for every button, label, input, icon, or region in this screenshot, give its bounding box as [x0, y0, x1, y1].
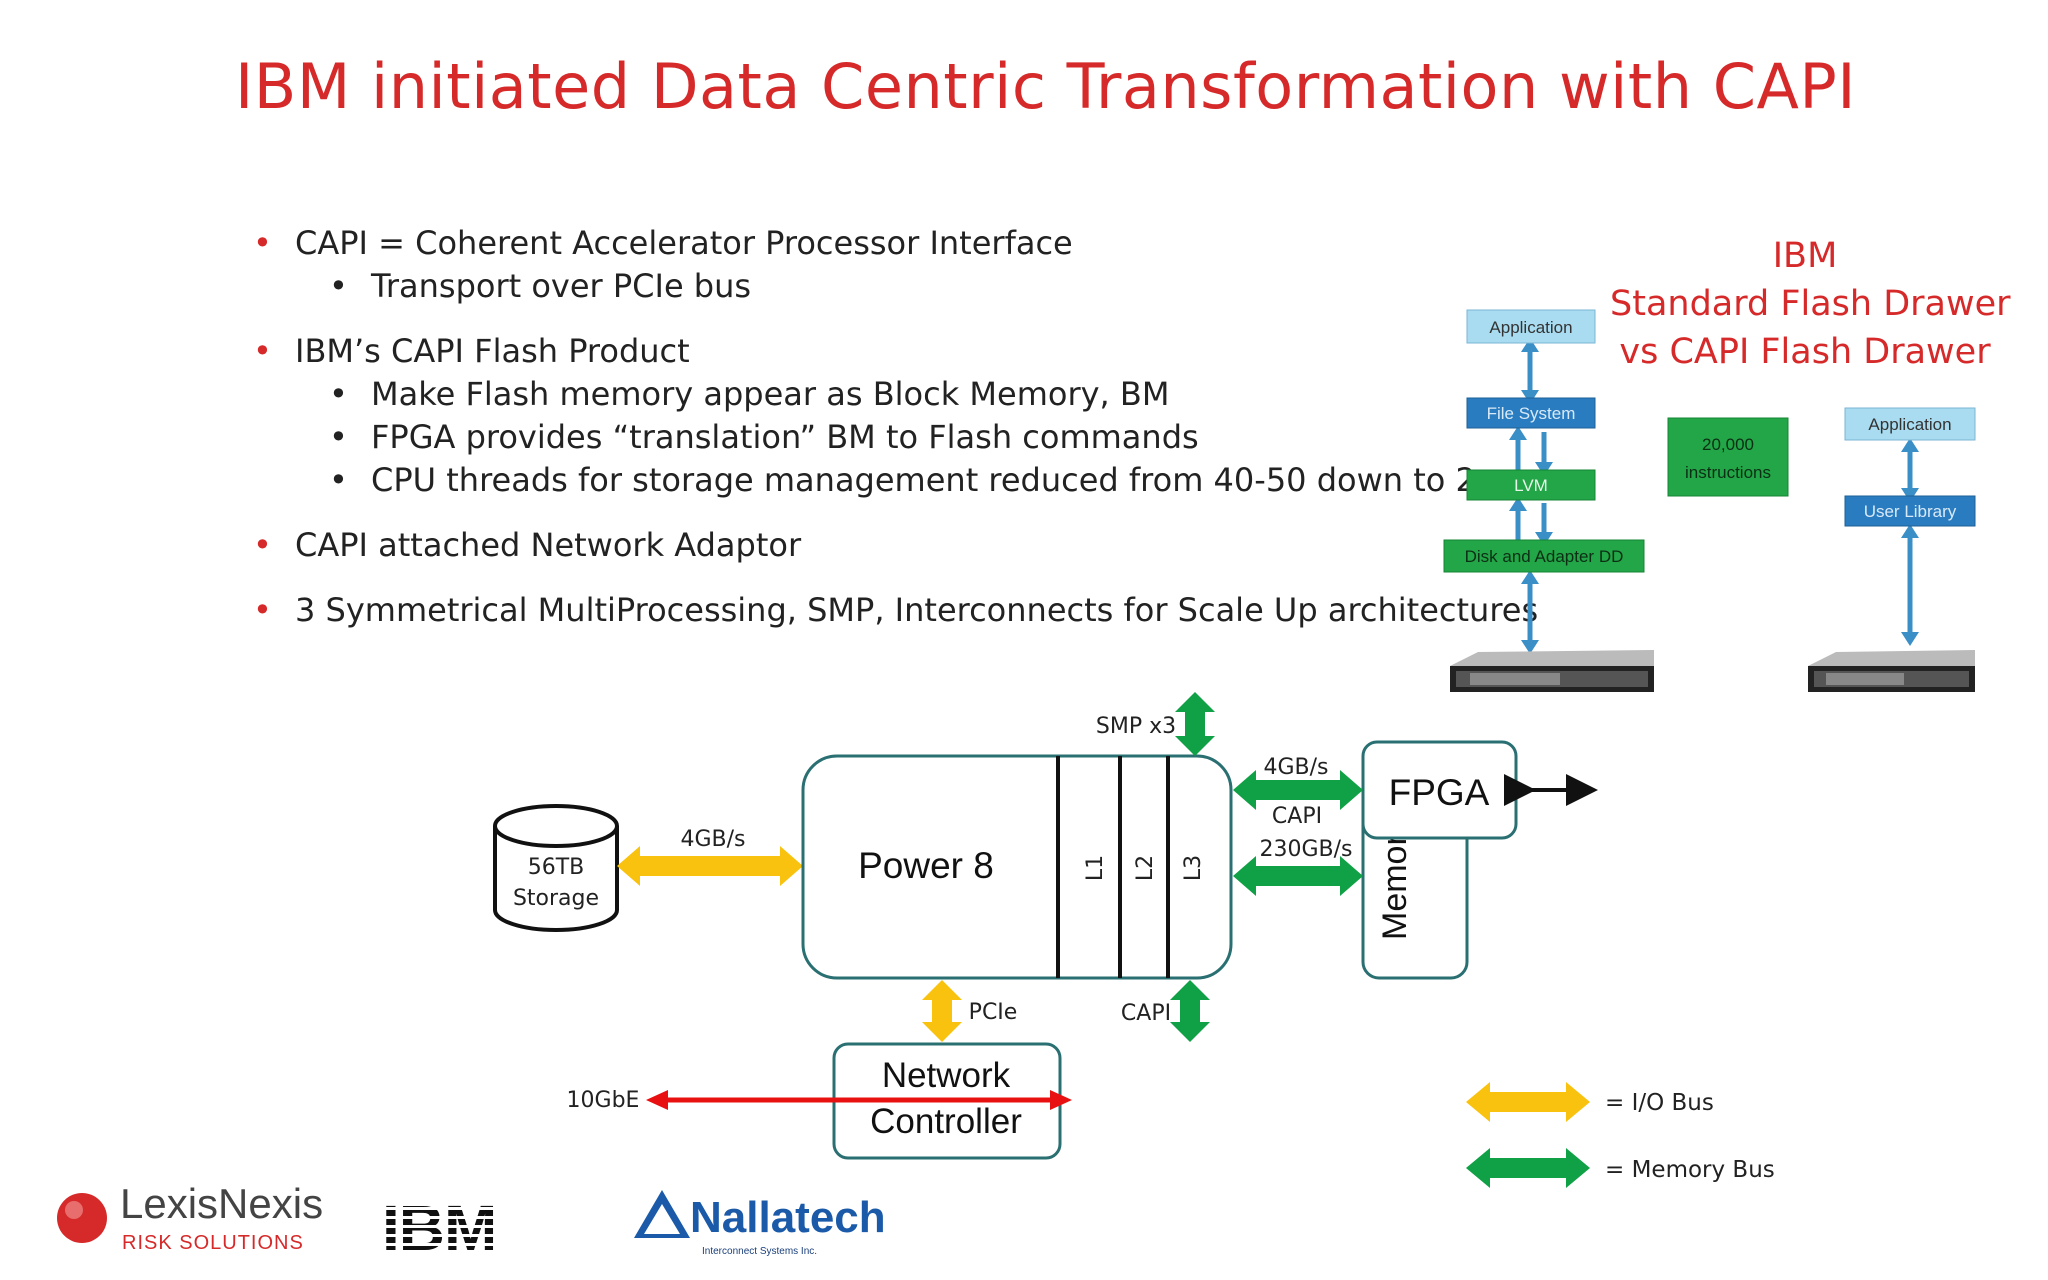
bullet-fpga-translation: FPGA provides “translation” BM to Flash …: [253, 416, 1453, 459]
smp-memory-arrow: [1175, 692, 1215, 756]
power8-label: Power 8: [858, 845, 994, 886]
capi-bandwidth-label: 230GB/s: [1259, 837, 1352, 862]
standard-flash-stack: Application File System LVM Disk and Ada…: [1443, 309, 1654, 692]
stack-lvm-label: LVM: [1514, 476, 1548, 495]
comparison-line1: IBM: [1772, 236, 1838, 276]
power8-fpga-arrow: [1233, 770, 1363, 810]
instructions-label: instructions: [1685, 463, 1771, 482]
power8-block: Power 8 L1 L2 L3: [801, 754, 1233, 980]
instructions-box: 20,000 instructions: [1667, 417, 1789, 497]
bullet-cpu-threads: CPU threads for storage management reduc…: [253, 459, 1476, 502]
lexisnexis-emblem: [57, 1193, 107, 1243]
capi-application-label: Application: [1868, 415, 1951, 434]
capi-userlib-label: User Library: [1864, 502, 1957, 521]
capi-label: CAPI: [1272, 804, 1322, 829]
stack-disk-dd-box: [1443, 539, 1645, 573]
capi-application-box: [1844, 407, 1976, 441]
stack-filesystem-box: [1466, 397, 1596, 429]
lexisnexis-subtitle: RISK SOLUTIONS: [122, 1232, 304, 1254]
comparison-line3: vs CAPI Flash Drawer: [1619, 332, 1991, 372]
storage-bandwidth-label: 4GB/s: [680, 827, 745, 852]
storage-cylinder: 56TB Storage: [493, 804, 619, 932]
bullet-list: CAPI = Coherent Accelerator Processor In…: [253, 222, 1538, 632]
bullet-transport: Transport over PCIe bus: [253, 265, 1453, 308]
lexisnexis-wordmark: LexisNexis: [120, 1180, 323, 1227]
storage-label: Storage: [513, 886, 599, 911]
cache-l3-label: L3: [1181, 855, 1206, 881]
stack-application-label: Application: [1489, 318, 1572, 337]
network-label: Network: [882, 1056, 1011, 1095]
legend-io-swatch: [1466, 1082, 1590, 1122]
lexisnexis-logo: LexisNexis RISK SOLUTIONS: [57, 1180, 323, 1254]
legend: = I/O Bus = Memory Bus: [1466, 1082, 1775, 1188]
controller-label: Controller: [870, 1102, 1022, 1141]
cache-l2-label: L2: [1133, 855, 1158, 881]
slide-title: IBM initiated Data Centric Transformatio…: [235, 50, 1857, 123]
standard-flash-drawer-icon: [1450, 650, 1654, 692]
smp-label: SMP x3: [1096, 714, 1176, 739]
bullet-smp: 3 Symmetrical MultiProcessing, SMP, Inte…: [253, 589, 1538, 632]
capi-flash-stack: Application User Library: [1808, 407, 1976, 692]
fpga-label: FPGA: [1389, 772, 1490, 813]
instructions-count: 20,000: [1702, 435, 1754, 454]
fpga-bandwidth-label: 4GB/s: [1263, 755, 1328, 780]
stack-lvm-box: [1466, 469, 1596, 501]
storage-size-label: 56TB: [528, 855, 585, 880]
cache-l1-label: L1: [1083, 855, 1108, 881]
stack-disk-dd-label: Disk and Adapter DD: [1465, 547, 1624, 566]
legend-io-label: = I/O Bus: [1605, 1090, 1714, 1116]
fpga-block: FPGA: [1361, 740, 1518, 840]
legend-memory-swatch: [1466, 1148, 1590, 1188]
nallatech-wordmark: Nallatech: [690, 1193, 886, 1242]
comparison-heading: IBM Standard Flash Drawer vs CAPI Flash …: [1610, 232, 2011, 376]
capi-memory-arrow: [1170, 980, 1210, 1042]
nallatech-logo: Nallatech Interconnect Systems Inc.: [634, 1190, 886, 1257]
pcie-label: PCIe: [969, 1000, 1018, 1025]
ibm-logo: IBM: [380, 1192, 535, 1264]
bullet-block-memory: Make Flash memory appear as Block Memory…: [253, 373, 1453, 416]
stack-filesystem-label: File System: [1487, 404, 1576, 423]
capi-bottom-label: CAPI: [1121, 1001, 1171, 1026]
bullet-network-adaptor: CAPI attached Network Adaptor: [253, 524, 1453, 567]
bullet-capi-flash: IBM’s CAPI Flash Product: [253, 330, 1453, 373]
instructions-rect: [1667, 417, 1789, 497]
pcie-io-arrow: [922, 980, 962, 1042]
ethernet-arrow: [646, 1090, 1072, 1110]
comparison-line2: Standard Flash Drawer: [1610, 284, 2011, 324]
capi-userlib-box: [1844, 495, 1976, 527]
nallatech-subtitle: Interconnect Systems Inc.: [702, 1246, 817, 1257]
bullet-capi-definition: CAPI = Coherent Accelerator Processor In…: [253, 222, 1453, 265]
power8-memory-arrow: [1233, 856, 1363, 896]
ethernet-label: 10GbE: [567, 1088, 640, 1113]
stack-application-box: [1466, 309, 1596, 344]
legend-memory-label: = Memory Bus: [1605, 1157, 1775, 1183]
capi-flash-drawer-icon: [1808, 650, 1975, 692]
storage-io-arrow: [617, 846, 803, 886]
